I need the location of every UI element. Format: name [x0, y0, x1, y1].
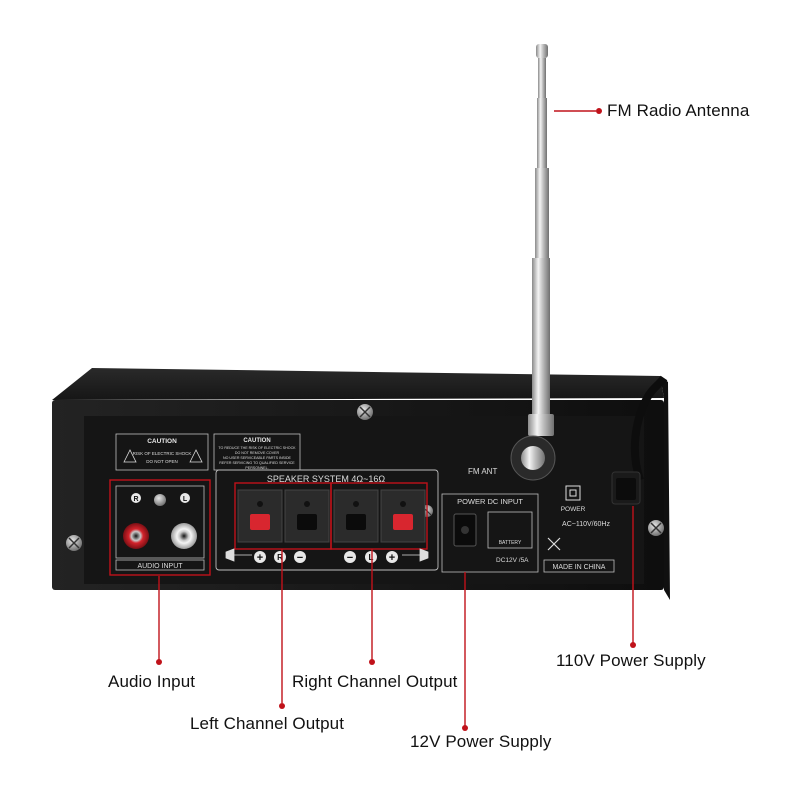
svg-text:DC12V /5A: DC12V /5A [496, 557, 529, 564]
svg-text:POWER DC INPUT: POWER DC INPUT [457, 497, 523, 506]
svg-text:FM ANT: FM ANT [468, 467, 497, 476]
audio-input-label: Audio Input [108, 672, 196, 691]
svg-text:CAUTION: CAUTION [243, 438, 270, 444]
svg-text:L: L [369, 553, 374, 562]
svg-text:DO NOT REMOVE COVER: DO NOT REMOVE COVER [235, 451, 280, 455]
power-cord [611, 375, 668, 505]
speaker-terminals: SPEAKER SYSTEM 4Ω~16Ω + R − − L + [215, 469, 439, 571]
svg-text:CAUTION: CAUTION [147, 438, 177, 445]
rca-white-jack [171, 523, 197, 549]
svg-text:R: R [133, 496, 138, 503]
amplifier-chassis [52, 368, 670, 600]
svg-text:RISK OF ELECTRIC SHOCK: RISK OF ELECTRIC SHOCK [133, 451, 192, 456]
left-channel-output-label: Left Channel Output [190, 714, 345, 733]
svg-text:NO USER SERVICEABLE PARTS INSI: NO USER SERVICEABLE PARTS INSIDE [223, 456, 292, 460]
svg-text:+: + [257, 552, 263, 564]
svg-text:PERSONNEL.: PERSONNEL. [245, 466, 268, 470]
rca-red-jack [123, 523, 149, 549]
fm-radio-antenna-label: FM Radio Antenna [607, 101, 750, 120]
svg-text:L: L [183, 496, 188, 503]
svg-text:REFER SERVICING TO QUALIFIED S: REFER SERVICING TO QUALIFIED SERVICE [219, 461, 295, 465]
svg-text:−: − [347, 552, 353, 564]
110v-power-supply-label: 110V Power Supply [556, 651, 706, 670]
12v-power-supply-label: 12V Power Supply [410, 732, 552, 751]
svg-text:AUDIO INPUT: AUDIO INPUT [137, 563, 183, 570]
svg-text:AC~110V/60Hz: AC~110V/60Hz [562, 521, 610, 528]
callout-lines [156, 108, 636, 731]
ac-power-section: POWER AC~110V/60Hz MADE IN CHINA [543, 485, 615, 573]
svg-text:+: + [389, 552, 395, 564]
svg-text:MADE IN CHINA: MADE IN CHINA [553, 564, 606, 571]
caution-label-1: CAUTION RISK OF ELECTRIC SHOCK DO NOT OP… [115, 433, 209, 471]
svg-text:TO REDUCE THE RISK OF ELECTRIC: TO REDUCE THE RISK OF ELECTRIC SHOCK [218, 446, 296, 450]
svg-text:BATTERY: BATTERY [499, 540, 522, 546]
right-channel-output-label: Right Channel Output [292, 672, 458, 691]
dc-power-input: POWER DC INPUT BATTERY DC12V /5A [441, 493, 539, 573]
svg-text:R: R [277, 553, 283, 562]
svg-text:DO NOT OPEN: DO NOT OPEN [146, 459, 177, 464]
svg-text:−: − [297, 552, 303, 564]
audio-input-jacks: R L AUDIO INPUT [109, 479, 211, 576]
fm-antenna: FM ANT [468, 44, 556, 481]
svg-text:POWER: POWER [561, 506, 586, 513]
svg-text:SPEAKER SYSTEM 4Ω~16Ω: SPEAKER SYSTEM 4Ω~16Ω [267, 474, 386, 484]
screw-icon [66, 404, 664, 551]
